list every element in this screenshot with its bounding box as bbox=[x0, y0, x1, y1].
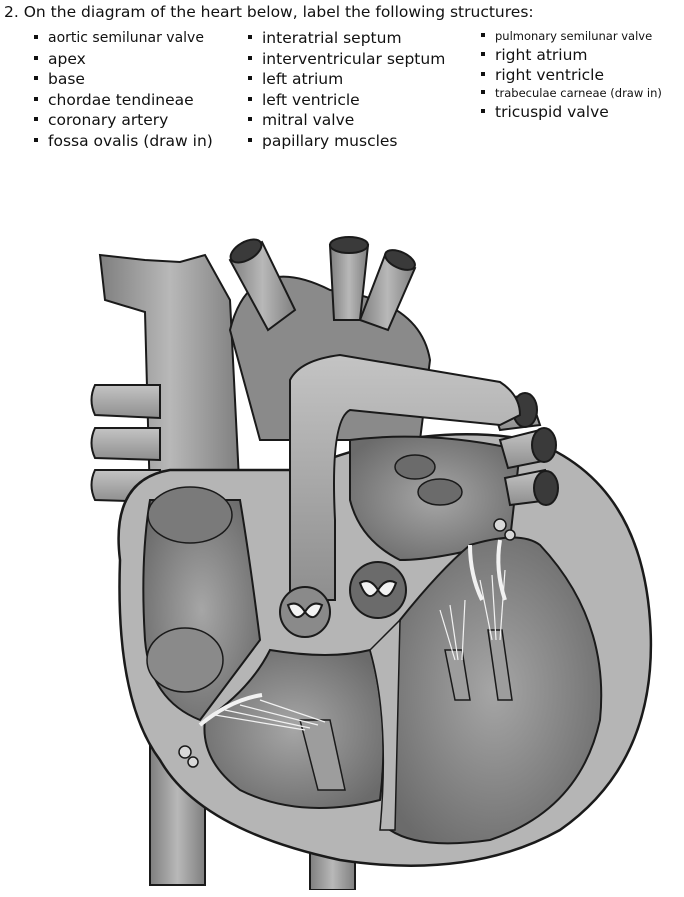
list-item: aortic semilunar valve bbox=[34, 28, 213, 49]
list-item: coronary artery bbox=[34, 110, 213, 131]
list-item: pulmonary semilunar valve bbox=[481, 28, 662, 45]
list-item: mitral valve bbox=[248, 110, 445, 131]
question-number: 2. bbox=[4, 3, 19, 21]
list-item: left atrium bbox=[248, 69, 445, 90]
mitral-valve bbox=[468, 539, 507, 601]
heart-diagram bbox=[90, 236, 653, 890]
list-item: apex bbox=[34, 49, 213, 70]
list-item: papillary muscles bbox=[248, 131, 445, 152]
question-prompt: On the diagram of the heart below, label… bbox=[23, 3, 534, 21]
superior-vena-cava bbox=[98, 253, 242, 501]
list-item: base bbox=[34, 69, 213, 90]
list-item: chordae tendineae bbox=[34, 90, 213, 111]
list-item: tricuspid valve bbox=[481, 102, 662, 122]
fossa-ovalis-region bbox=[146, 627, 224, 693]
list-item: fossa ovalis (draw in) bbox=[34, 131, 213, 152]
chordae-tendineae bbox=[214, 569, 506, 731]
question-text: 2. On the diagram of the heart below, la… bbox=[4, 3, 534, 21]
list-item: interventricular septum bbox=[248, 49, 445, 70]
aortic-arch-branches bbox=[228, 240, 417, 332]
list-item: interatrial septum bbox=[248, 28, 445, 49]
pulmonary-semilunar-valve bbox=[349, 561, 407, 619]
structure-list-column-1: aortic semilunar valve apex base chordae… bbox=[34, 28, 213, 151]
tricuspid-valve bbox=[198, 693, 263, 727]
aortic-semilunar-valve bbox=[279, 586, 331, 638]
aorta bbox=[289, 353, 522, 601]
structure-list-column-3: pulmonary semilunar valve right atrium r… bbox=[481, 28, 662, 122]
list-item: right ventricle bbox=[481, 65, 662, 85]
structure-list-column-2: interatrial septum interventricular sept… bbox=[248, 28, 445, 151]
list-item: right atrium bbox=[481, 45, 662, 65]
coronary-artery bbox=[178, 518, 516, 768]
interventricular-septum bbox=[369, 618, 401, 831]
list-item: left ventricle bbox=[248, 90, 445, 111]
list-item: trabeculae carneae (draw in) bbox=[481, 85, 662, 102]
